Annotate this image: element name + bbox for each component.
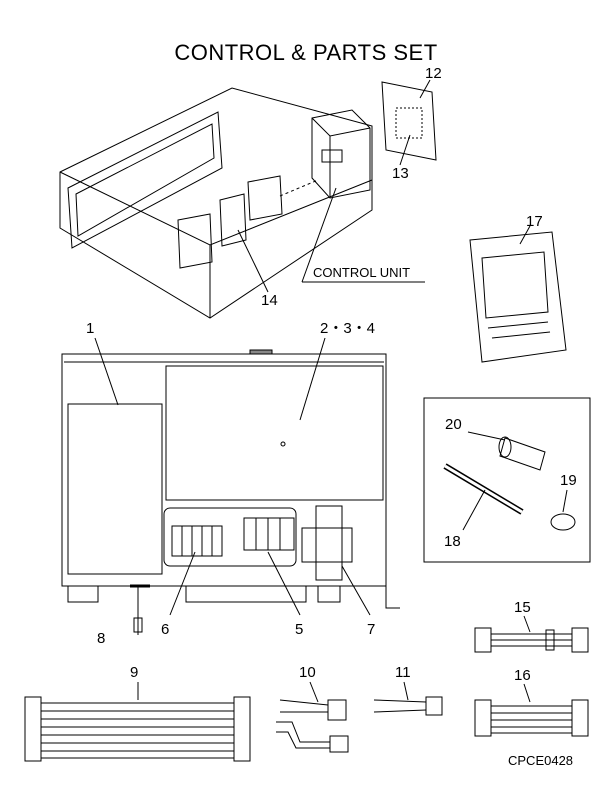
part-label-17: 17	[526, 213, 543, 230]
part-12-cover	[381, 79, 437, 166]
control-unit-label: CONTROL UNIT	[313, 265, 411, 280]
control-box-panel	[61, 349, 400, 635]
wire-harness-9	[24, 682, 251, 762]
wire-harness-16	[474, 683, 589, 737]
part-label-7: 7	[367, 621, 376, 638]
part-label-5: 5	[295, 621, 304, 638]
remote-controller	[469, 225, 567, 363]
indoor-unit-body	[59, 87, 373, 319]
terminal-blocks	[171, 517, 295, 557]
part-label-16: 16	[514, 667, 531, 684]
part-label-13: 13	[392, 165, 409, 182]
part-label-6: 6	[161, 621, 170, 638]
part-label-12: 12	[425, 65, 442, 82]
part-label-11: 11	[395, 664, 411, 681]
diagram-title: CONTROL & PARTS SET	[174, 40, 438, 65]
part-label-20: 20	[445, 416, 462, 433]
part-label-9: 9	[130, 664, 139, 681]
wire-harness-10	[276, 681, 349, 753]
part-label-18: 18	[444, 533, 461, 550]
part-label-2-3-4: 2・3・4	[320, 320, 376, 337]
part-label-1: 1	[86, 320, 95, 337]
part-14-board	[177, 175, 319, 293]
control-unit-leader	[301, 187, 337, 283]
wire-harness-11	[373, 681, 443, 716]
control-unit-bracket	[311, 109, 371, 199]
diagram-code: CPCE0428	[508, 753, 574, 768]
part-label-8: 8	[97, 630, 106, 647]
wire-harness-15	[474, 615, 589, 653]
leader-lines	[94, 337, 371, 616]
part-label-19: 19	[560, 472, 577, 489]
part-label-15: 15	[514, 599, 531, 616]
part-label-10: 10	[299, 664, 316, 681]
part-label-14: 14	[261, 292, 278, 309]
accessories-box	[423, 397, 591, 563]
